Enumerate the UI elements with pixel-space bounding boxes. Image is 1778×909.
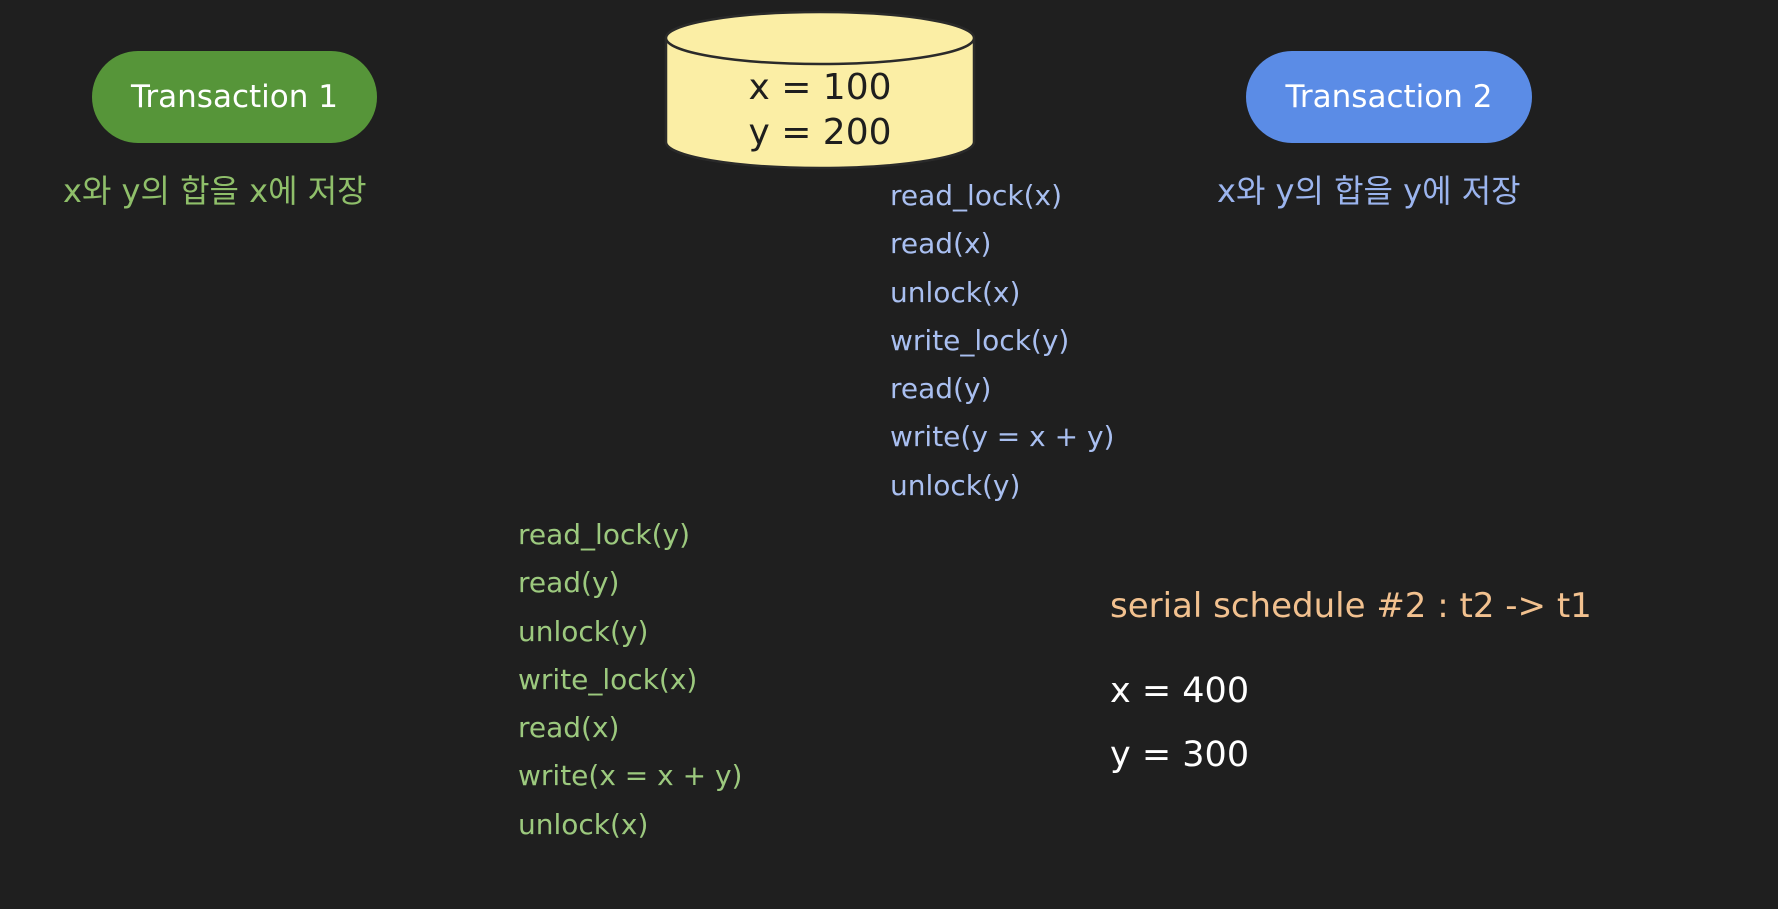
transaction-1-description: x와 y의 합을 x에 저장 xyxy=(63,172,367,210)
operation-step: read_lock(y) xyxy=(518,518,690,551)
result-x-value: x = 400 xyxy=(1110,671,1250,711)
transaction-2-title: Transaction 2 xyxy=(1285,79,1493,115)
operation-step: read(y) xyxy=(890,372,992,406)
database-body xyxy=(664,38,976,170)
operation-step: write_lock(y) xyxy=(890,323,1070,357)
operation-step: unlock(x) xyxy=(890,275,1021,309)
operation-step: write(x = x + y) xyxy=(518,759,743,793)
database-cylinder-icon xyxy=(664,10,976,170)
operation-step: read(y) xyxy=(518,566,620,600)
transaction-1-title: Transaction 1 xyxy=(131,79,338,115)
operation-step: unlock(y) xyxy=(890,468,1021,502)
operation-step: read(x) xyxy=(518,711,620,745)
transaction-2-label: Transaction 2 xyxy=(1246,51,1532,143)
schedule-title: serial schedule #2 : t2 -> t1 xyxy=(1110,586,1592,626)
transaction-1-operations: read_lock(y) read(y) unlock(y) write_loc… xyxy=(518,511,742,849)
database-x-value: x = 100 xyxy=(748,67,892,108)
operation-step: write_lock(x) xyxy=(518,662,698,696)
operation-step: read(x) xyxy=(890,227,992,261)
result-y-value: y = 300 xyxy=(1110,735,1250,775)
operation-step: unlock(y) xyxy=(518,614,649,648)
transaction-2-operations: read_lock(x) read(x) unlock(x) write_loc… xyxy=(890,172,1114,510)
database-y-value: y = 200 xyxy=(748,112,892,153)
operation-step: unlock(x) xyxy=(518,807,649,841)
database-top xyxy=(664,10,976,66)
operation-step: write(y = x + y) xyxy=(890,420,1115,454)
operation-step: read_lock(x) xyxy=(890,179,1062,212)
transaction-1-label: Transaction 1 xyxy=(92,51,377,143)
transaction-2-description: x와 y의 합을 y에 저장 xyxy=(1217,172,1521,210)
